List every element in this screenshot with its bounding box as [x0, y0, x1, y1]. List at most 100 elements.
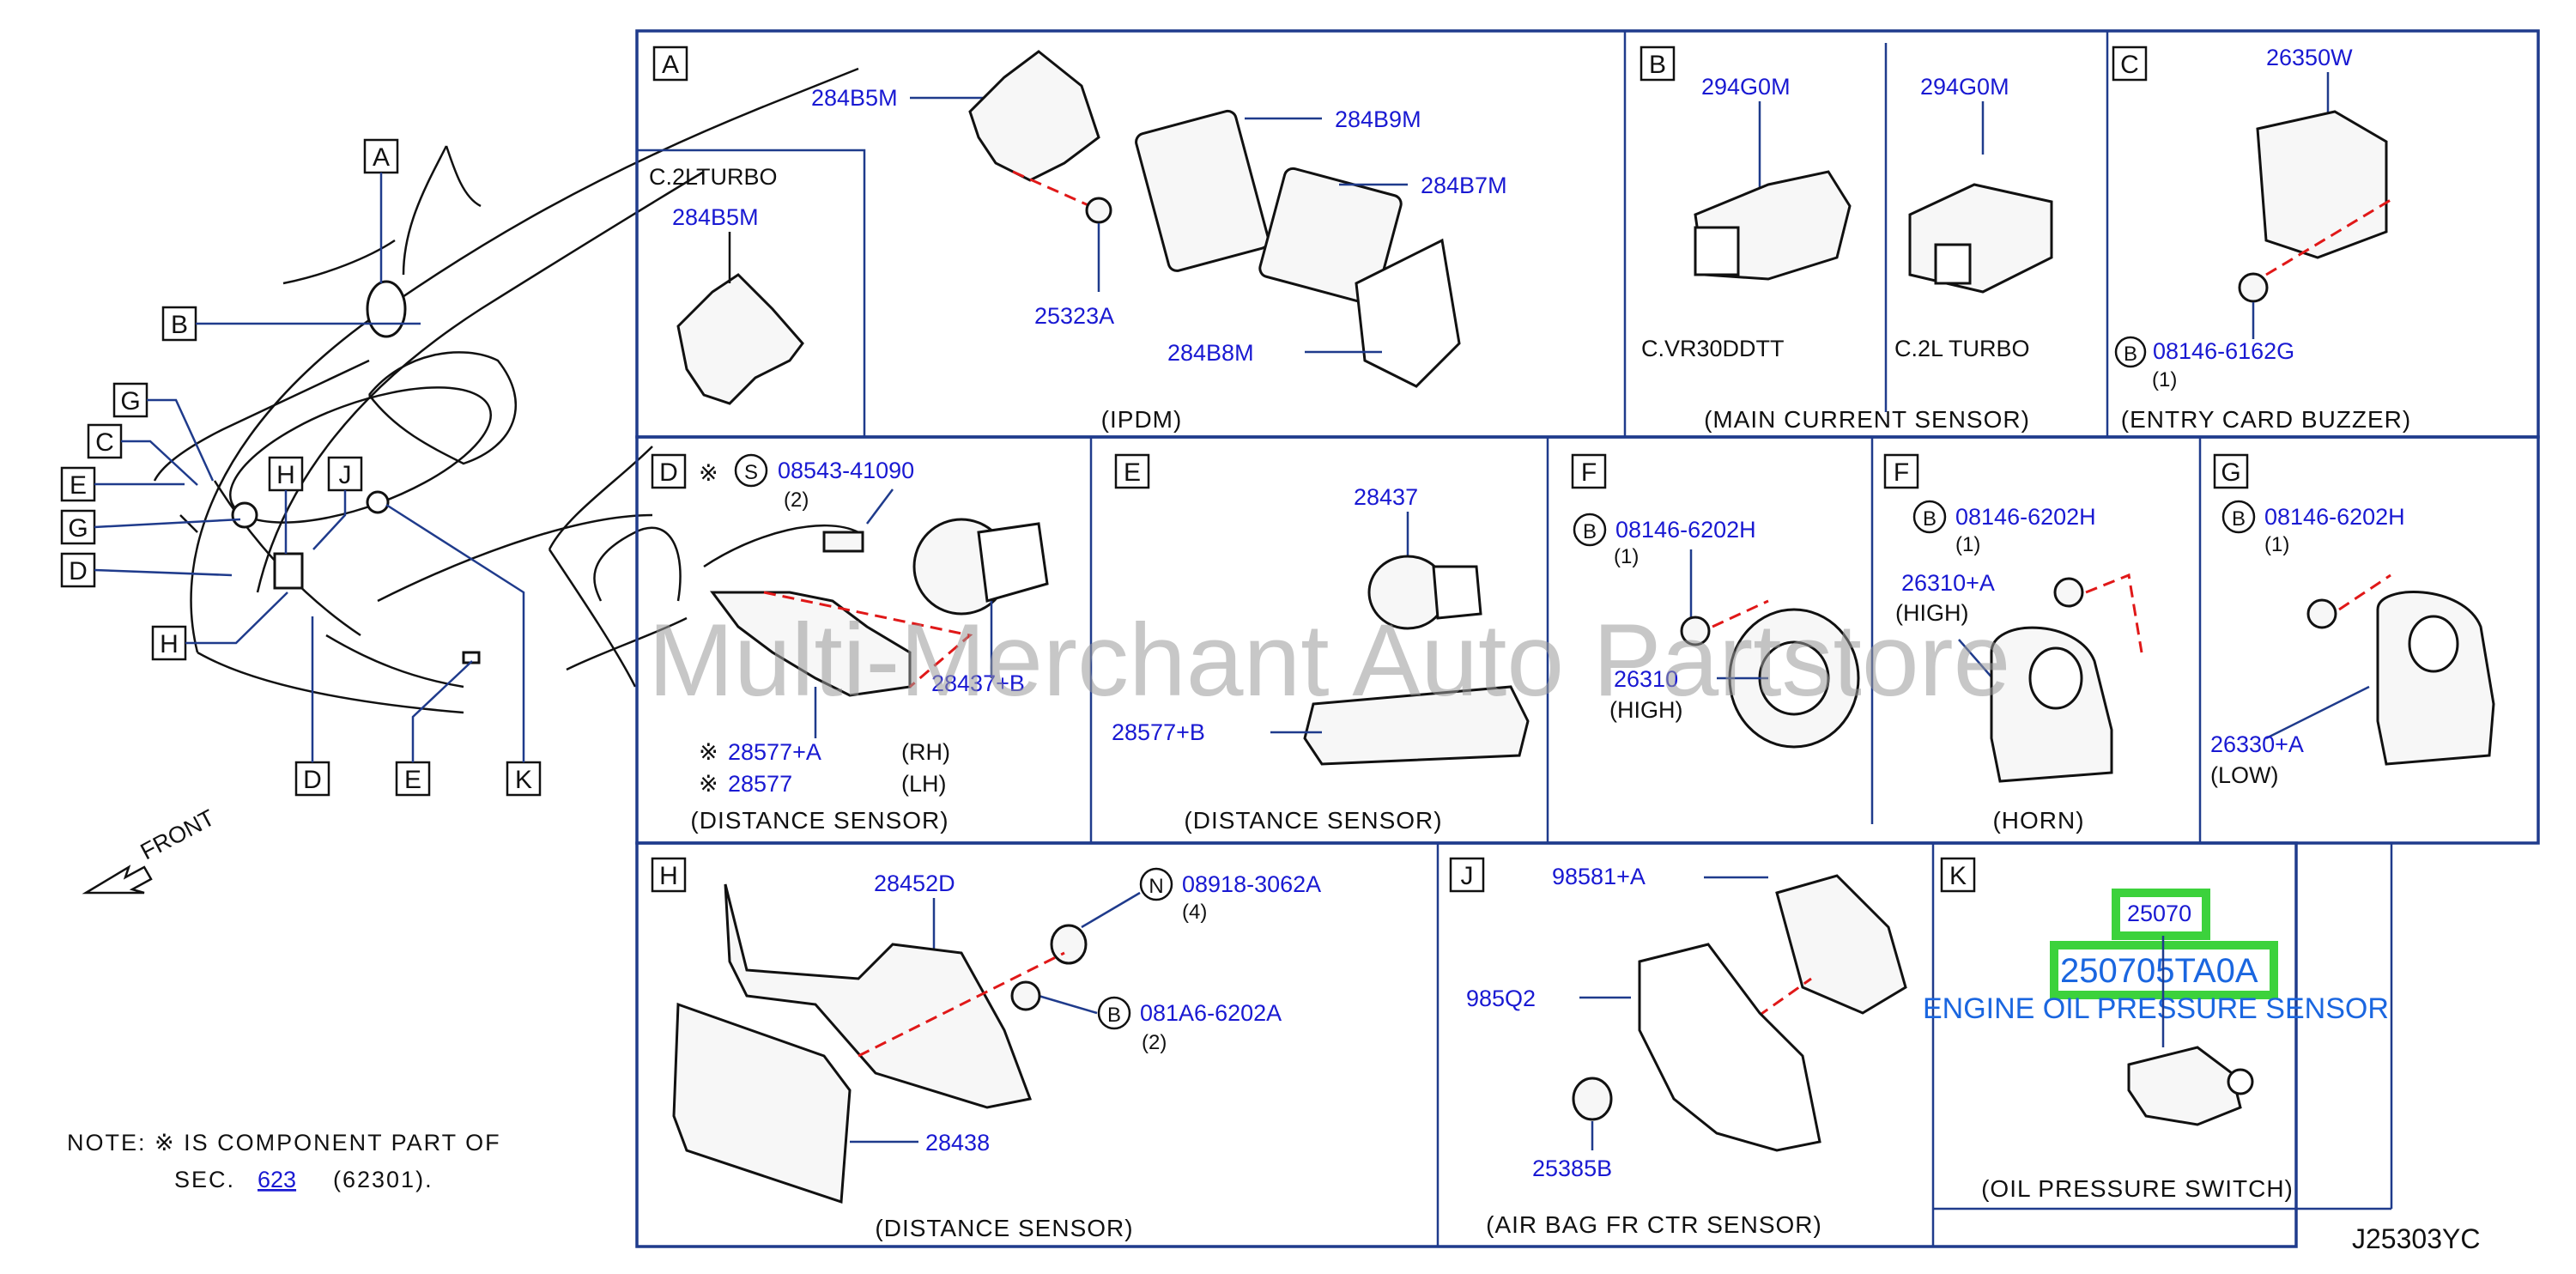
bracket-284B5M — [968, 50, 1100, 182]
horn-26330+A — [2376, 591, 2495, 766]
part-08146-6202H-g[interactable]: 08146-6202H — [2264, 504, 2405, 530]
part-28437+B[interactable]: 28437+B — [931, 670, 1025, 696]
svg-text:(2): (2) — [784, 488, 809, 512]
part-28452D[interactable]: 28452D — [874, 871, 955, 896]
svg-text:K: K — [1949, 862, 1967, 890]
callout-E-left[interactable]: E — [60, 466, 96, 502]
svg-text:D: D — [659, 458, 678, 487]
panel-F2: F B 08146-6202H (1) 26310+A (HIGH) (HORN… — [1883, 453, 2143, 834]
variant-vr30ddtt: C.VR30DDTT — [1641, 336, 1785, 361]
bolt-08146-6162G — [2238, 272, 2269, 303]
svg-text:A: A — [373, 143, 390, 172]
svg-text:(RH): (RH) — [901, 739, 950, 765]
callout-B[interactable]: B — [161, 306, 197, 342]
part-294G0M-a[interactable]: 294G0M — [1701, 74, 1791, 100]
ipdm-cover-284B9M — [1135, 109, 1270, 272]
part-28577+B[interactable]: 28577+B — [1112, 719, 1205, 745]
note-sec-link[interactable]: 623 — [258, 1167, 296, 1192]
part-985Q2[interactable]: 985Q2 — [1466, 986, 1536, 1011]
svg-text:F: F — [1894, 458, 1909, 487]
part-26350W[interactable]: 26350W — [2266, 45, 2353, 70]
part-code-250705TA0A[interactable]: 250705TA0A — [2060, 952, 2258, 990]
front-arrow-icon: FRONT — [82, 804, 219, 895]
watermark: Multi-Merchant Auto Partstore — [648, 603, 2010, 718]
svg-text:(4): (4) — [1182, 901, 1207, 924]
svg-text:(1): (1) — [1614, 545, 1639, 568]
part-28438[interactable]: 28438 — [925, 1130, 990, 1156]
svg-text:H: H — [276, 461, 295, 489]
svg-text:※: ※ — [699, 771, 718, 797]
svg-text:D: D — [69, 557, 88, 585]
highlight-25070 — [2112, 889, 2210, 940]
part-081A6-6202A[interactable]: 081A6-6202A — [1140, 1000, 1282, 1026]
part-28577+A[interactable]: 28577+A — [728, 739, 821, 765]
svg-text:K: K — [515, 766, 532, 794]
car-overview: A B G C E G D H J H D E K FRONT NOTE: ※ … — [60, 67, 859, 1192]
part-284B8M[interactable]: 284B8M — [1167, 340, 1254, 366]
svg-text:B: B — [1583, 520, 1597, 543]
svg-text:(2): (2) — [1142, 1031, 1167, 1054]
callout-C[interactable]: C — [87, 423, 123, 459]
part-08146-6202H-f2[interactable]: 08146-6202H — [1955, 504, 2096, 530]
svg-text:C: C — [2120, 51, 2139, 79]
panel-E-caption: (DISTANCE SENSOR) — [1184, 807, 1442, 834]
panel-K-caption: (OIL PRESSURE SWITCH) — [1981, 1175, 2294, 1202]
note-line1: NOTE: ※ IS COMPONENT PART OF — [67, 1130, 501, 1156]
part-26310+A[interactable]: 26310+A — [1901, 570, 1995, 596]
panel-F1: F B 08146-6202H (1) 26310 (HIGH) — [1571, 453, 1860, 749]
panel-frames — [635, 29, 2540, 1248]
svg-text:(HIGH): (HIGH) — [1895, 600, 1968, 626]
part-26310[interactable]: 26310 — [1614, 666, 1678, 692]
svg-text:(1): (1) — [1955, 533, 1980, 556]
callout-F-mid[interactable]: G — [60, 509, 96, 545]
svg-text:S: S — [744, 461, 758, 484]
panel-A-letter — [652, 46, 688, 82]
part-08543-41090[interactable]: 08543-41090 — [778, 458, 914, 483]
callout-F-top[interactable]: G — [112, 382, 148, 418]
holder-28577+B — [1303, 685, 1530, 766]
callout-E-bottom[interactable]: E — [395, 761, 431, 797]
part-28437[interactable]: 28437 — [1354, 484, 1418, 510]
svg-text:H: H — [160, 630, 179, 658]
part-284B9M[interactable]: 284B9M — [1335, 106, 1421, 132]
panel-H: H 28452D N 08918-3062A (4) B 081A6-6202A… — [651, 857, 1321, 1241]
part-284B5M-turbo[interactable]: 284B5M — [672, 204, 759, 230]
part-08146-6202H-f1[interactable]: 08146-6202H — [1615, 517, 1756, 543]
part-284B7M[interactable]: 284B7M — [1421, 173, 1507, 198]
callout-J[interactable]: J — [327, 456, 363, 492]
panel-B-caption: (MAIN CURRENT SENSOR) — [1704, 406, 2030, 433]
ipdm-lower-284B8M — [1355, 238, 1461, 388]
callout-A[interactable]: A — [363, 138, 399, 174]
svg-text:N: N — [1149, 875, 1163, 898]
callout-D-left[interactable]: D — [60, 552, 96, 588]
svg-text:(1): (1) — [2264, 533, 2289, 556]
part-284B5M[interactable]: 284B5M — [811, 85, 898, 111]
callout-D-bottom[interactable]: D — [294, 761, 330, 797]
panel-F-caption: (HORN) — [1992, 807, 2084, 834]
part-294G0M-b[interactable]: 294G0M — [1920, 74, 2009, 100]
sensor-98581+A — [1775, 874, 1907, 1015]
part-08146-6162G[interactable]: 08146-6162G — [2153, 338, 2294, 364]
svg-text:D: D — [303, 766, 322, 794]
part-98581+A[interactable]: 98581+A — [1552, 864, 1646, 889]
panel-H-caption: (DISTANCE SENSOR) — [875, 1215, 1133, 1241]
part-08918-3062A[interactable]: 08918-3062A — [1182, 871, 1321, 897]
part-25070[interactable]: 25070 — [2127, 901, 2191, 926]
svg-text:B: B — [1107, 1004, 1121, 1027]
svg-text:(LOW): (LOW) — [2210, 762, 2278, 788]
part-25323A[interactable]: 25323A — [1034, 303, 1114, 329]
svg-text:※: ※ — [699, 739, 718, 765]
bracket-28452D — [724, 883, 1033, 1109]
unit-28438 — [672, 1002, 852, 1204]
variant-2lturbo: C.2L TURBO — [1894, 336, 2030, 361]
callout-H[interactable]: H — [151, 625, 187, 661]
callout-G[interactable]: H — [268, 456, 304, 492]
part-26330+A[interactable]: 26330+A — [2210, 731, 2304, 757]
svg-text:E: E — [70, 471, 87, 500]
part-25385B[interactable]: 25385B — [1532, 1156, 1612, 1181]
nut-08918-3062A — [1050, 924, 1088, 965]
part-28577[interactable]: 28577 — [728, 771, 792, 797]
svg-text:(1): (1) — [2152, 368, 2177, 391]
panel-G: G B 08146-6202H (1) 26330+A (LOW) — [2210, 453, 2495, 788]
callout-K[interactable]: K — [506, 761, 542, 797]
